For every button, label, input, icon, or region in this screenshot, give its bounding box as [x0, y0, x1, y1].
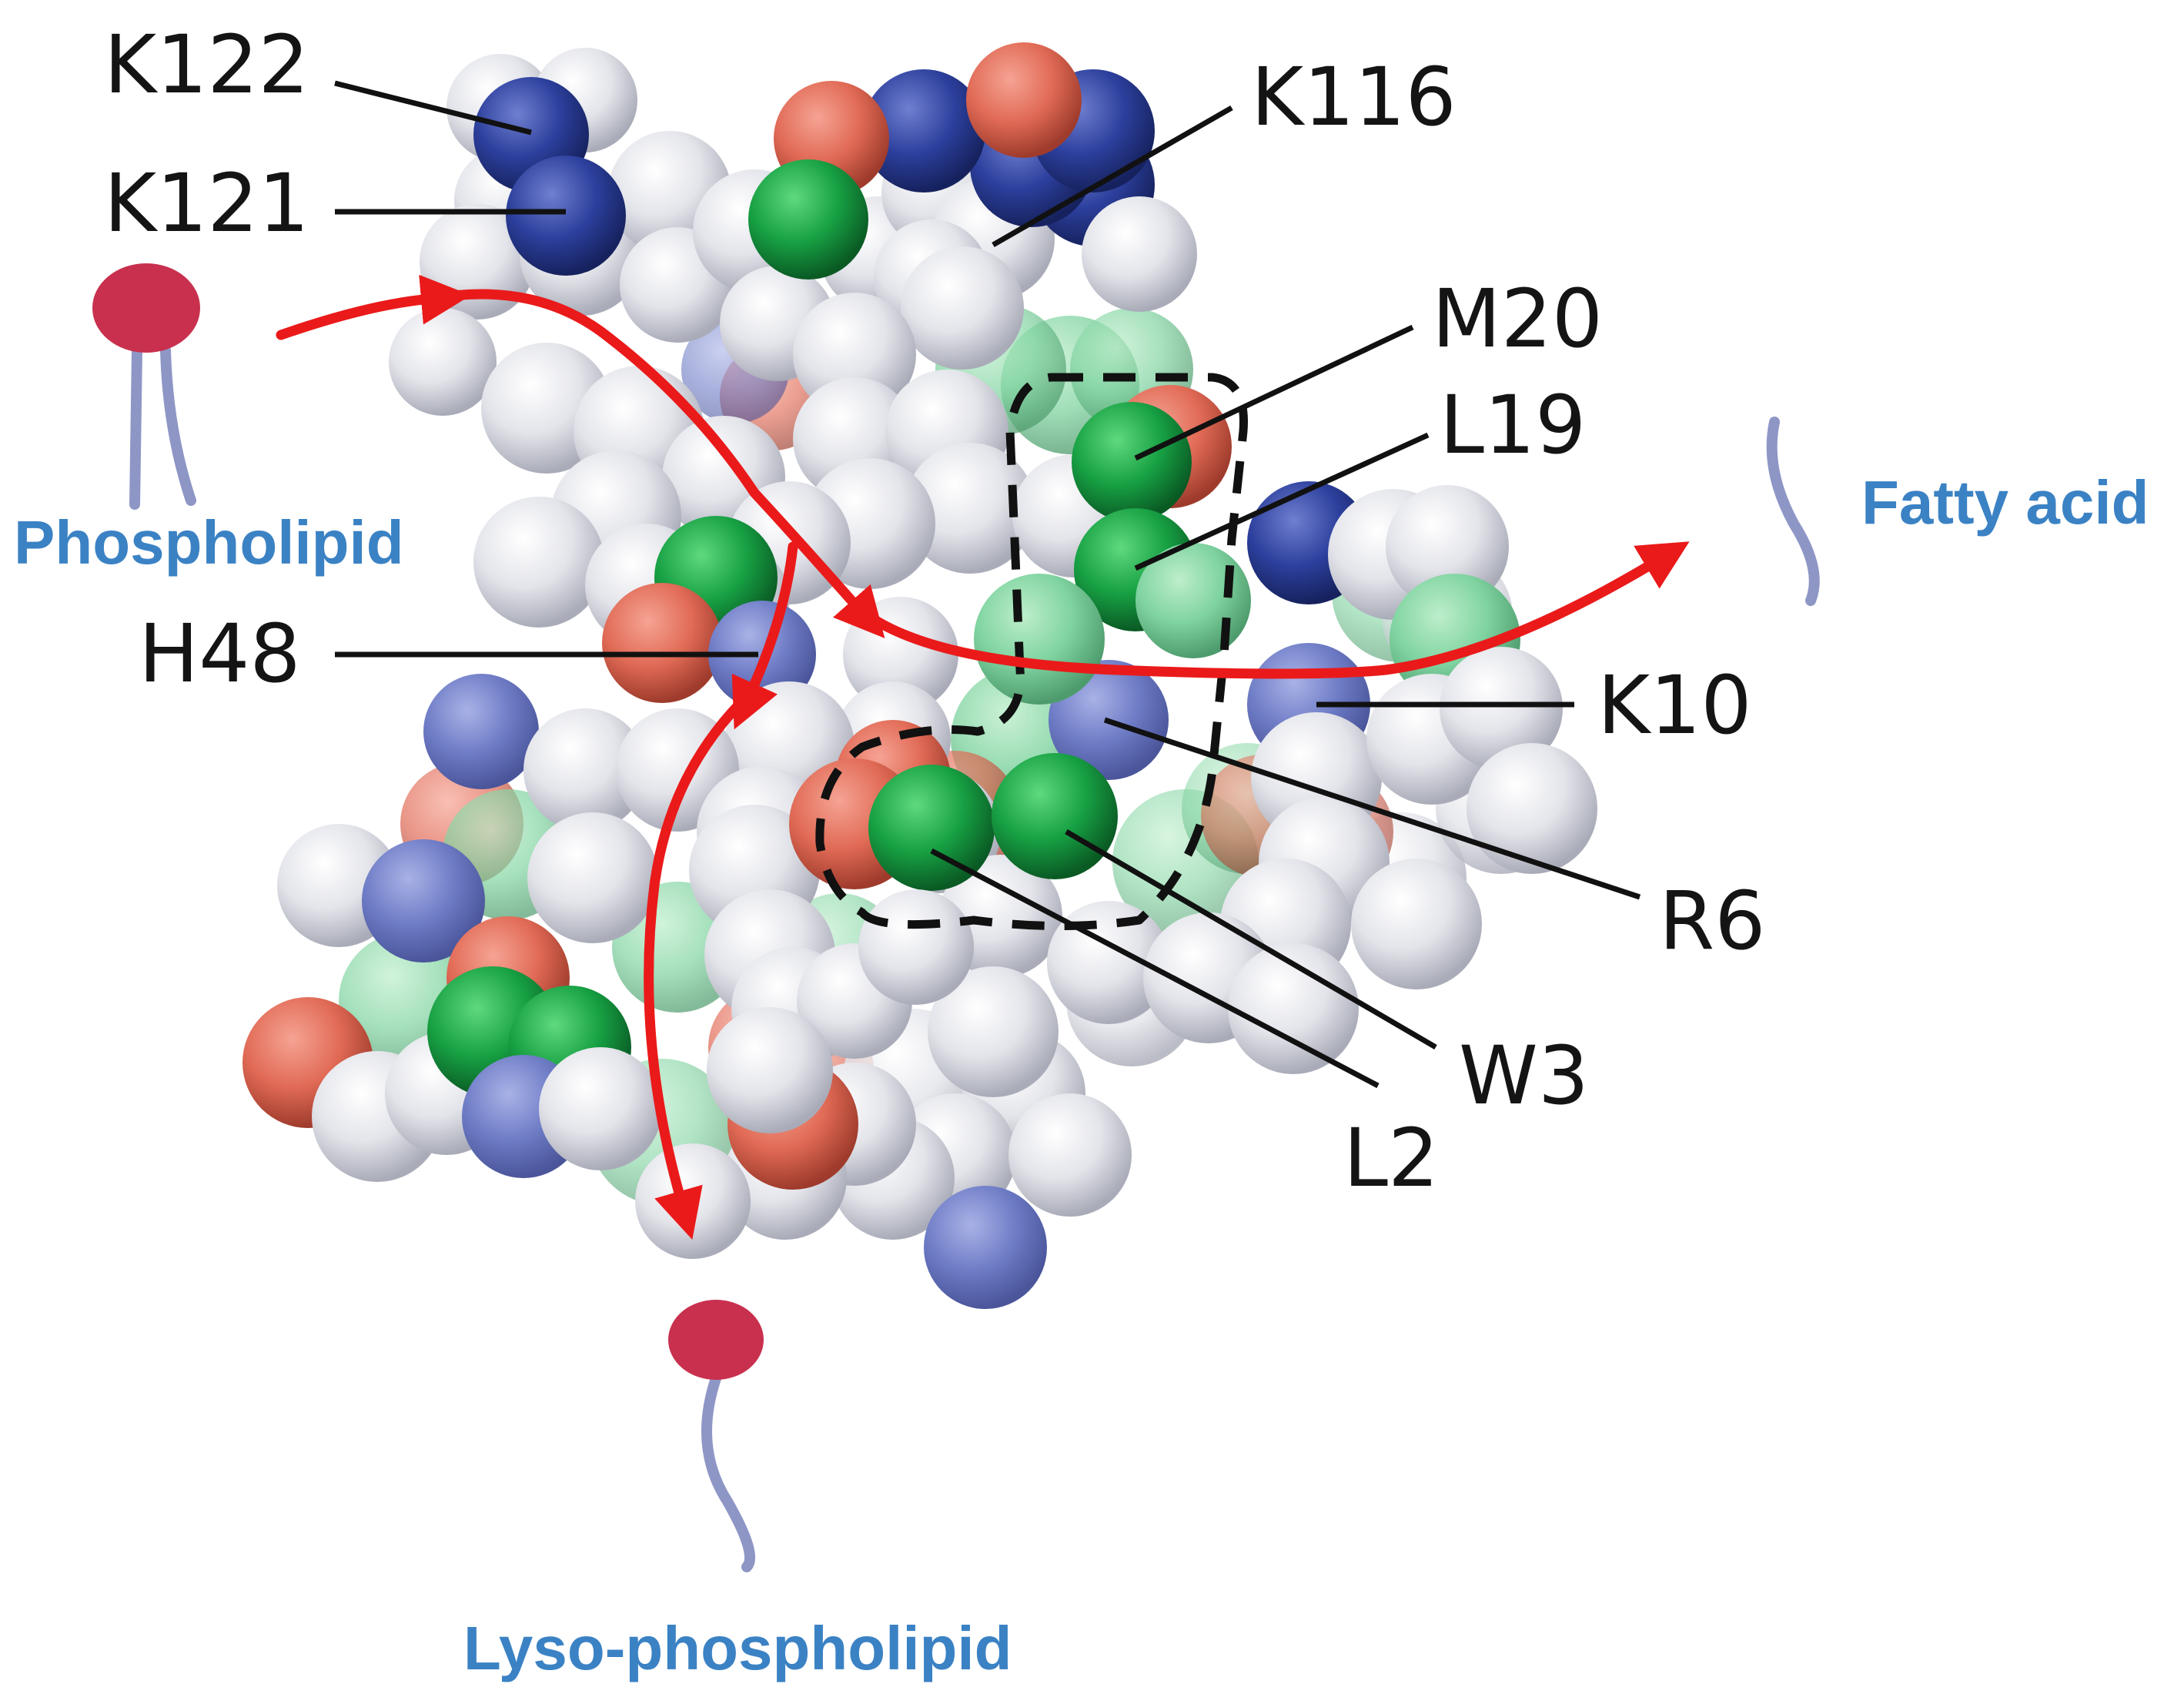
fatty-acid-release-arrow: [853, 541, 1690, 679]
residue-leader-lines: [334, 80, 1641, 1089]
atom-sphere: [1351, 859, 1482, 989]
atom-sphere: [1467, 743, 1597, 874]
atom-sphere: [905, 443, 1035, 574]
atom-sphere: [635, 1143, 751, 1259]
atom-sphere: [992, 753, 1118, 879]
lysophospholipid-label: Lyso-phospholipid: [463, 1614, 1012, 1682]
atom-sphere: [868, 765, 995, 891]
atom-sphere: [1072, 402, 1192, 522]
lysophospholipid-tail: [701, 1373, 756, 1572]
lysophospholipid-icon: [668, 1300, 764, 1572]
atom-sphere: [707, 1007, 833, 1133]
leader-l2: [930, 848, 1380, 1089]
label-k122: K122: [104, 18, 309, 112]
leader-k116: [992, 105, 1233, 248]
atom-sphere: [928, 966, 1059, 1097]
fatty-acid-chain: [1766, 417, 1820, 606]
phospholipid-label: Phospholipid: [14, 508, 404, 577]
binding-pocket-outline: [815, 373, 1248, 930]
atom-sphere: [1440, 647, 1563, 770]
atom-sphere: [362, 839, 485, 962]
atom-sphere: [1082, 196, 1197, 312]
atom-sphere: [974, 574, 1105, 705]
atom-sphere: [423, 674, 539, 789]
leader-k122: [334, 80, 532, 136]
branch-arrow-upper: [731, 541, 798, 730]
leader-m20: [1134, 324, 1414, 461]
atom-sphere: [1228, 943, 1359, 1074]
atom-sphere: [602, 583, 722, 703]
lysophospholipid-headgroup: [668, 1300, 764, 1380]
atom-sphere: [793, 293, 916, 416]
atom-sphere: [862, 69, 985, 192]
label-w3: W3: [1459, 1029, 1589, 1123]
residue-labels: K122 K121 K116 M20 L19 H48 K10 R6 W3 L2: [104, 18, 1765, 1205]
phospholipid-tail-2: [160, 345, 196, 506]
atom-sphere: [389, 308, 497, 416]
fatty-acid-label: Fatty acid: [1861, 468, 2149, 537]
label-h48: H48: [139, 607, 301, 701]
label-l19: L19: [1440, 378, 1586, 472]
substrate-entry-arrow: [276, 274, 471, 340]
label-m20: M20: [1432, 272, 1603, 366]
label-l2: L2: [1343, 1111, 1439, 1205]
label-k10: K10: [1597, 658, 1752, 752]
atom-sphere: [527, 812, 658, 943]
label-k121: K121: [104, 156, 309, 250]
atom-sphere: [924, 1186, 1047, 1309]
atom-sphere: [901, 246, 1024, 370]
atom-sphere: [748, 159, 868, 280]
atom-sphere: [1008, 1093, 1132, 1217]
atom-sphere: [858, 889, 974, 1005]
phospholipid-icon: [92, 263, 200, 510]
enzyme-flow-arrows: [276, 274, 1690, 1240]
phospholipid-headgroup: [92, 263, 200, 353]
leader-r6: [1103, 717, 1641, 900]
main-reaction-path: [426, 289, 885, 638]
atom-sphere: [966, 42, 1082, 158]
leader-w3: [1065, 829, 1437, 1050]
lysophospholipid-release-arrow: [644, 688, 756, 1240]
atom-sphere: [1386, 485, 1509, 608]
label-r6: R6: [1659, 874, 1765, 968]
enzyme-space-filling-model: [242, 42, 1597, 1309]
atom-sphere: [473, 497, 604, 628]
atom-sphere: [539, 1047, 662, 1170]
phospholipid-tail-1: [129, 345, 142, 510]
atom-sphere: [1047, 901, 1170, 1024]
leader-l19: [1134, 432, 1430, 571]
label-k116: K116: [1251, 50, 1457, 144]
fatty-acid-icon: [1766, 417, 1820, 606]
atom-sphere: [506, 156, 626, 276]
atom-sphere: [523, 708, 647, 832]
